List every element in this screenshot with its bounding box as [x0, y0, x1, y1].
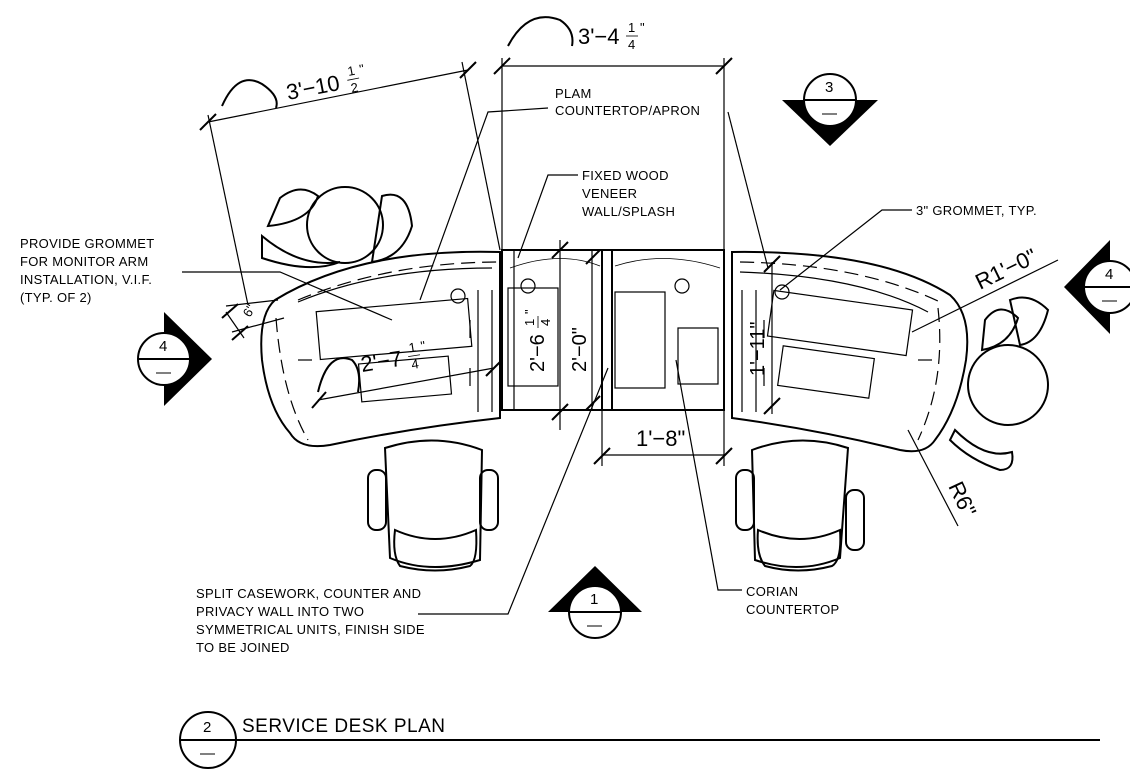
- dim-inner-left: 2'−7 1 4 ": [359, 338, 427, 377]
- note-split-line1: SPLIT CASEWORK, COUNTER AND: [196, 586, 421, 601]
- dim-center-top: 3'−4 1 4 ": [578, 20, 645, 52]
- section-marker-4-right: 4 —: [1064, 240, 1130, 334]
- note-split-line2: PRIVACY WALL INTO TWO: [196, 604, 364, 619]
- dim-vert-b: 2'−0": [569, 327, 591, 372]
- note-corian-line1: CORIAN: [746, 584, 798, 599]
- section-marker-1-dash: —: [587, 617, 602, 634]
- drawing-title: 2 — SERVICE DESK PLAN: [179, 711, 1100, 769]
- person-right: [948, 296, 1050, 472]
- dim-inner-left-tick: ": [419, 338, 426, 354]
- note-split-line3: SYMMETRICAL UNITS, FINISH SIDE: [196, 622, 425, 637]
- note-fixed-wood-line2: VENEER: [582, 186, 637, 201]
- note-split-line4: TO BE JOINED: [196, 640, 290, 655]
- dim-vert-a-whole: 2'−6: [527, 334, 549, 372]
- note-fixed-wood: FIXED WOOD VENEER WALL/SPLASH: [582, 168, 675, 219]
- note-grommet-monitor-line1: PROVIDE GROMMET: [20, 236, 155, 251]
- dim-left-top-den: 2: [349, 80, 359, 96]
- leader-lines: [182, 107, 912, 615]
- dim-vert-c: 1'−11": [747, 322, 769, 376]
- note-grommet-monitor: PROVIDE GROMMET FOR MONITOR ARM INSTALLA…: [20, 236, 155, 305]
- dim-center-top-whole: 3'−4: [578, 24, 620, 49]
- dim-radius-small: R6": [943, 478, 981, 521]
- note-corian: CORIAN COUNTERTOP: [746, 584, 840, 617]
- desk-outline: [260, 249, 969, 453]
- note-split: SPLIT CASEWORK, COUNTER AND PRIVACY WALL…: [196, 586, 425, 655]
- dim-center-top-num: 1: [628, 20, 635, 35]
- dim-bottom-center: 1'−8": [636, 426, 685, 451]
- note-grommet-typ: 3" GROMMET, TYP.: [916, 203, 1037, 218]
- dim-left-top-tick: ": [358, 61, 366, 77]
- dim-vert-a-tick: ": [522, 309, 537, 314]
- section-marker-4-right-dash: —: [1102, 292, 1117, 309]
- note-grommet-monitor-line3: INSTALLATION, V.I.F.: [20, 272, 152, 287]
- note-fixed-wood-line3: WALL/SPLASH: [582, 204, 675, 219]
- dim-vert-a-den: 4: [538, 319, 553, 326]
- note-plam-line1: PLAM: [555, 86, 592, 101]
- chair-lower-left: [367, 439, 499, 572]
- drawing-title-dash: —: [200, 745, 215, 762]
- section-marker-1-num: 1: [590, 591, 598, 608]
- dim-vert-a-num: 1: [522, 319, 537, 326]
- section-marker-4-left-num: 4: [159, 338, 167, 355]
- section-marker-3-num: 3: [825, 79, 833, 96]
- drawing-title-number: 2: [203, 719, 211, 736]
- dim-radius-large: R1'−0": [971, 243, 1041, 294]
- person-upper-left: [261, 186, 414, 269]
- dimension-lines: [199, 16, 1059, 527]
- drawing-title-text: SERVICE DESK PLAN: [242, 716, 446, 737]
- note-grommet-monitor-line2: FOR MONITOR ARM: [20, 254, 148, 269]
- section-marker-3-dash: —: [822, 105, 837, 122]
- dim-inner-left-num: 1: [408, 339, 417, 355]
- dim-left-top: 3'−10 1 2 ": [284, 61, 366, 105]
- dim-left-top-num: 1: [346, 63, 356, 79]
- dim-center-top-tick: ": [640, 20, 645, 35]
- note-fixed-wood-line1: FIXED WOOD: [582, 168, 669, 183]
- dim-left-top-whole: 3'−10: [284, 70, 342, 105]
- section-marker-1: 1 —: [548, 566, 642, 639]
- section-marker-3: 3 —: [782, 73, 878, 146]
- dim-inner-left-den: 4: [410, 356, 419, 372]
- chair-lower-right: [735, 439, 865, 572]
- note-plam-line2: COUNTERTOP/APRON: [555, 103, 700, 118]
- section-marker-4-left-dash: —: [156, 364, 171, 381]
- note-plam: PLAM COUNTERTOP/APRON: [555, 86, 700, 118]
- dim-inner-left-whole: 2'−7: [359, 346, 404, 377]
- section-marker-4-left: 4 —: [137, 312, 212, 406]
- note-grommet-monitor-line4: (TYP. OF 2): [20, 290, 92, 305]
- note-corian-line2: COUNTERTOP: [746, 602, 840, 617]
- dim-center-top-den: 4: [628, 37, 635, 52]
- note-grommet-typ-line1: 3" GROMMET, TYP.: [916, 203, 1037, 218]
- section-marker-4-right-num: 4: [1105, 266, 1113, 283]
- dim-vert-a: 2'−6 1 4 ": [522, 309, 553, 372]
